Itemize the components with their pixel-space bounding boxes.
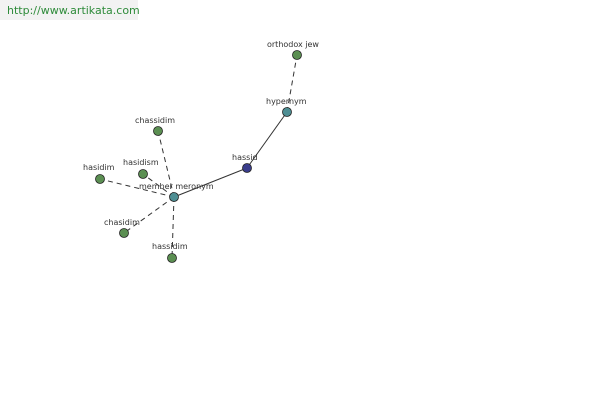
edge-member-meronym-hassidim: [171, 196, 175, 259]
node-dot-hassid[interactable]: [242, 163, 252, 173]
edge-member-meronym-hasidism: [142, 173, 175, 198]
graph-node-hypernym[interactable]: hypernym: [266, 97, 307, 117]
graph-edges: [99, 54, 298, 259]
edge-hassid-hypernym: [246, 111, 288, 169]
node-dot-chasidim[interactable]: [119, 228, 129, 238]
node-dot-hasidim[interactable]: [95, 174, 105, 184]
node-label-hypernym: hypernym: [266, 97, 307, 106]
graph-node-chasidim[interactable]: chasidim: [104, 218, 140, 238]
node-label-hassid: hassid: [232, 153, 258, 162]
node-label-member-meronym: member meronym: [139, 182, 214, 191]
edge-member-meronym-chasidim: [123, 196, 175, 234]
graph-nodes: hassid hypernym orthodox jew member meronym…: [83, 40, 319, 263]
edge-member-meronym-chassidim: [157, 130, 175, 198]
url-bar: http://www.artikata.com: [0, 0, 140, 20]
node-label-orthodox-jew: orthodox jew: [267, 40, 319, 49]
node-label-hassidim: hassidim: [152, 242, 188, 251]
node-dot-chassidim[interactable]: [153, 126, 163, 136]
graph-node-chassidim[interactable]: chassidim: [135, 116, 175, 136]
site-url-link[interactable]: http://www.artikata.com: [7, 4, 140, 17]
node-dot-orthodox-jew[interactable]: [292, 50, 302, 60]
graph-node-hassidim[interactable]: hassidim: [152, 242, 188, 263]
node-label-chassidim: chassidim: [135, 116, 175, 125]
node-dot-hasidism[interactable]: [138, 169, 148, 179]
node-label-hasidism: hasidism: [123, 158, 159, 167]
edge-hypernym-orthodox-jew: [286, 54, 298, 113]
edge-hassid-member-meronym: [173, 167, 248, 198]
node-label-hasidim: hasidim: [83, 163, 115, 172]
node-dot-hypernym[interactable]: [282, 107, 292, 117]
node-dot-member-meronym[interactable]: [169, 192, 179, 202]
graph-node-hassid[interactable]: hassid: [232, 153, 258, 173]
graph-node-hasidim[interactable]: hasidim: [83, 163, 115, 184]
node-label-chasidim: chasidim: [104, 218, 140, 227]
node-dot-hassidim[interactable]: [167, 253, 177, 263]
graph-node-member-meronym[interactable]: member meronym: [139, 182, 214, 202]
graph-node-hasidism[interactable]: hasidism: [123, 158, 159, 179]
graph-node-orthodox-jew[interactable]: orthodox jew: [267, 40, 319, 60]
edge-member-meronym-hasidim: [99, 178, 175, 198]
